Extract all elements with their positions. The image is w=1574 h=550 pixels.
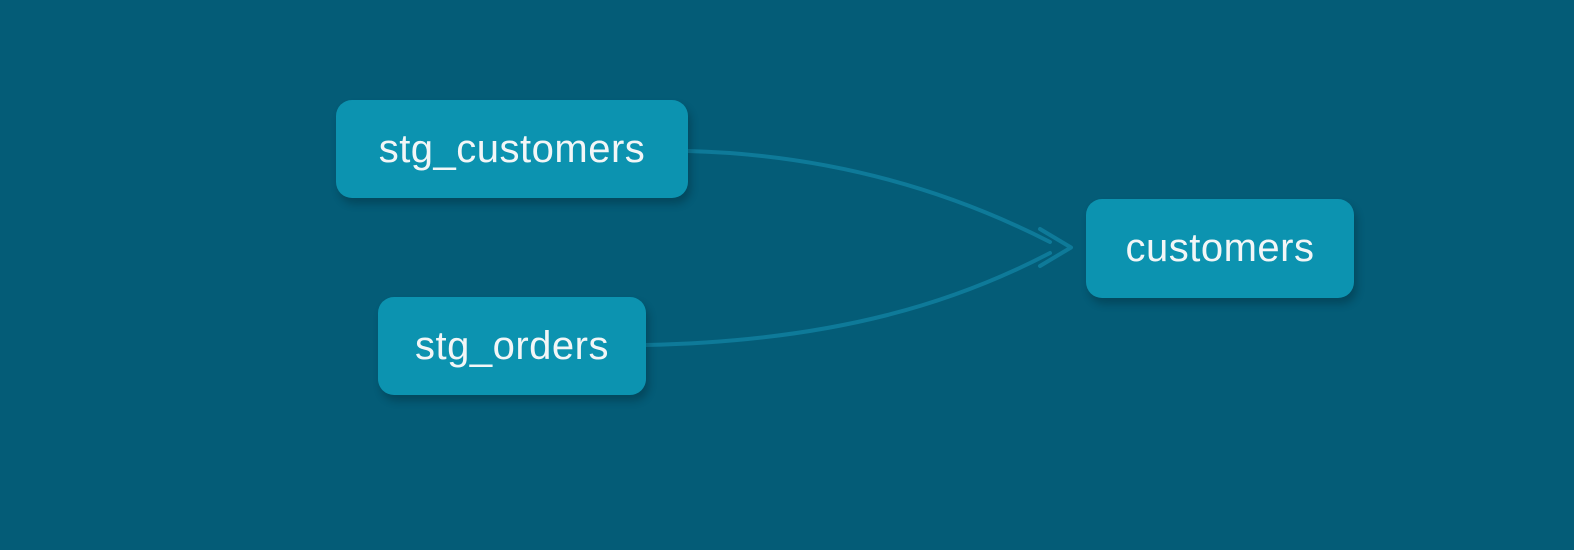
node-label: stg_orders xyxy=(415,323,609,368)
node-label: customers xyxy=(1125,226,1315,270)
arrowhead-icon xyxy=(1038,227,1073,268)
node-label: stg_customers xyxy=(378,126,646,171)
node-stg-orders[interactable]: stg_orders xyxy=(378,297,646,395)
edge-stg-customers-to-customers xyxy=(686,149,1052,244)
node-customers[interactable]: customers xyxy=(1086,199,1354,298)
edge-stg-orders-to-customers xyxy=(644,251,1052,347)
node-stg-customers[interactable]: stg_customers xyxy=(336,100,688,198)
